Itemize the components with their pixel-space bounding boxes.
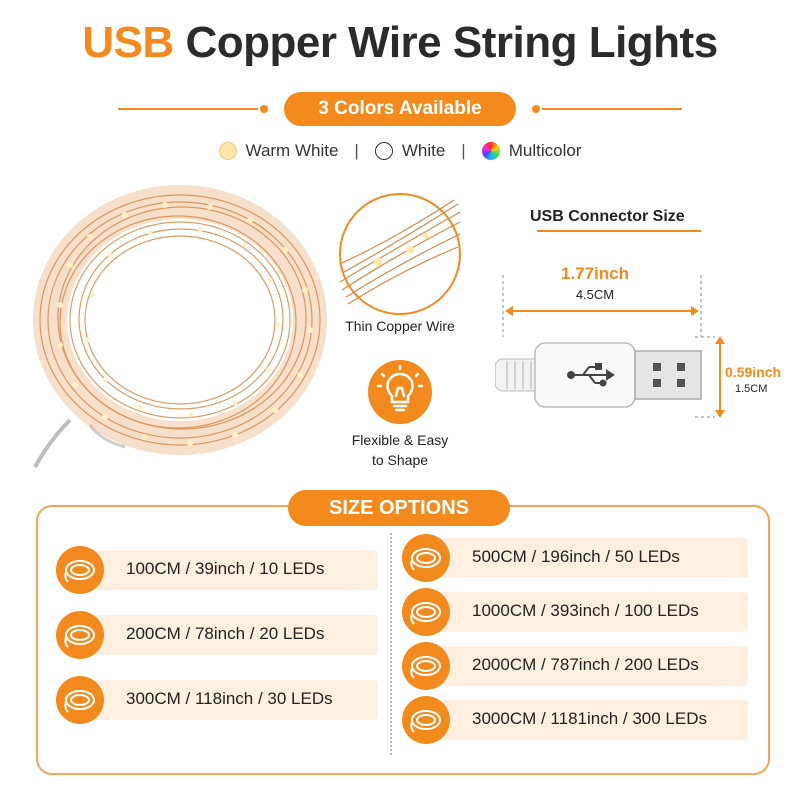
title-rest: Copper Wire String Lights	[185, 18, 718, 67]
thin-copper-wire-label: Thin Copper Wire	[345, 318, 455, 334]
usb-plug-image	[495, 342, 702, 408]
usb-height-arrow	[715, 336, 725, 418]
usb-connector-title: USB Connector Size	[530, 208, 685, 225]
wire-coil-icon	[56, 546, 104, 594]
divider-dot-right	[532, 105, 540, 113]
size-option-1000cm[interactable]: 1000CM / 393inch / 100 LEDs	[402, 588, 748, 636]
usb-height-inch: 0.59inch	[725, 364, 782, 380]
usb-dimension-lines	[502, 275, 715, 418]
thin-copper-wire-closeup-image	[339, 193, 461, 315]
color-separator: |	[461, 141, 466, 160]
divider-left	[118, 108, 258, 110]
colors-available-badge: 3 Colors Available	[284, 92, 516, 126]
size-option-500cm[interactable]: 500CM / 196inch / 50 LEDs	[402, 534, 748, 582]
usb-height-cm: 1.5CM	[735, 383, 768, 395]
lightbulb-icon	[376, 364, 424, 412]
size-option-200cm[interactable]: 200CM / 78inch / 20 LEDs	[56, 611, 378, 659]
flexible-shape-badge	[368, 360, 432, 424]
size-option-300cm[interactable]: 300CM / 118inch / 30 LEDs	[56, 676, 378, 724]
usb-length-inch: 1.77inch	[560, 264, 630, 283]
wire-coil-icon	[56, 676, 104, 724]
size-options-title: SIZE OPTIONS	[288, 490, 510, 526]
usb-title-underline	[537, 230, 701, 232]
size-option-2000cm[interactable]: 2000CM / 787inch / 200 LEDs	[402, 642, 748, 690]
string-lights-coil-image	[33, 185, 327, 468]
usb-length-cm: 4.5CM	[575, 287, 615, 302]
wire-coil-icon	[56, 611, 104, 659]
size-option-3000cm[interactable]: 3000CM / 1181inch / 300 LEDs	[402, 696, 748, 744]
title-highlight: USB	[82, 18, 174, 67]
multicolor-swatch-icon	[481, 142, 500, 160]
divider-dot-left	[260, 105, 268, 113]
wire-coil-icon	[402, 696, 450, 744]
white-swatch-icon	[374, 142, 393, 160]
color-separator: |	[354, 141, 359, 160]
color-option-multicolor: Multicolor	[481, 141, 581, 161]
color-options: Warm White | White | Multicolor	[0, 140, 800, 162]
wire-coil-icon	[402, 534, 450, 582]
size-options-divider	[390, 533, 392, 755]
color-option-white: White	[374, 141, 445, 161]
flexible-shape-label: Flexible & Easy to Shape	[351, 432, 449, 468]
divider-right	[542, 108, 682, 110]
wire-coil-icon	[402, 642, 450, 690]
color-option-warm-white: Warm White	[218, 141, 338, 161]
page-title: USB Copper Wire String Lights	[0, 18, 800, 68]
usb-symbol-icon	[567, 363, 615, 387]
size-option-100cm[interactable]: 100CM / 39inch / 10 LEDs	[56, 546, 378, 594]
warm-white-swatch-icon	[218, 142, 237, 160]
wire-coil-icon	[402, 588, 450, 636]
